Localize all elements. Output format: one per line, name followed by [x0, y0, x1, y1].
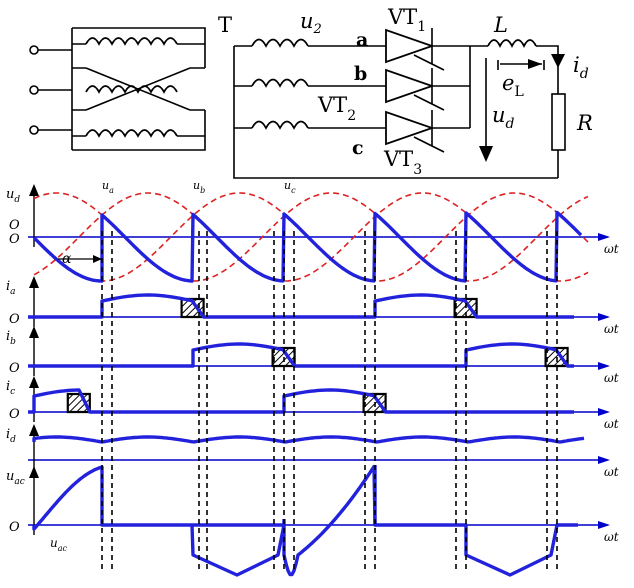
vt-voltage-trace-2: [190, 519, 286, 577]
origin-label: O: [9, 218, 20, 233]
origin-ia: O: [9, 312, 20, 327]
secondary-coil-a: [251, 38, 309, 48]
vt-voltage-trace-4: [373, 465, 578, 577]
vaxis-arrow-uac: [29, 466, 39, 478]
axis-arrow-ic: [598, 408, 610, 416]
panel-label-ia: ia: [6, 279, 16, 297]
output-voltage-label: ud: [492, 103, 515, 132]
panel-label-ud: ud: [6, 187, 20, 205]
panel-label-ic: ic: [6, 379, 15, 397]
vaxis-arrow-ib: [29, 326, 39, 338]
primary-terminal-3: [29, 125, 39, 135]
time-label-ia: ωt: [604, 322, 619, 336]
thyristor-label-vt1: VT1: [387, 5, 426, 35]
reference-phase-2: [33, 192, 589, 282]
thyristor-vt1: [385, 28, 470, 71]
vaxis-arrow-ic: [29, 376, 39, 388]
neutral-wire: [233, 46, 558, 179]
thyristor-label-vt2: VT2: [317, 93, 356, 124]
vaxis-arrow-ia: [29, 276, 39, 288]
inductor: [487, 39, 537, 49]
origin-ud: O: [9, 232, 20, 247]
panel-label-id: id: [6, 427, 16, 445]
reference-phase-1: [33, 192, 589, 282]
origin-ib: O: [9, 361, 20, 376]
origin-uac: O: [9, 520, 20, 535]
primary-windings: [38, 27, 206, 151]
resistor: [551, 93, 566, 151]
vt-voltage-trace-1: [32, 465, 284, 531]
time-label-ib: ωt: [604, 371, 619, 385]
primary-terminal-1: [29, 45, 39, 55]
thyristor-vt3: [385, 110, 470, 153]
thyristor-vt2: [385, 68, 470, 111]
emf-label: eL: [502, 71, 524, 100]
axis-arrow-uac: [598, 521, 610, 529]
phase-label-b: b: [354, 63, 367, 85]
secondary-voltage-label: u2: [300, 9, 322, 37]
load-current-trace: [32, 435, 585, 444]
vt-voltage-trace-3: [282, 464, 377, 577]
phase-peak-label-2: uc: [284, 179, 296, 195]
firing-angle-label: α: [62, 251, 72, 267]
secondary-coil-c: [251, 120, 309, 130]
inductor-label: L: [493, 13, 508, 37]
phase-label-c: c: [352, 137, 364, 159]
time-label-id: ωt: [604, 465, 619, 479]
primary-terminal-2: [29, 85, 39, 95]
axis-arrow-ud: [598, 233, 610, 241]
origin-ic: O: [9, 407, 20, 422]
current-arrow: [551, 54, 565, 68]
current-trace-ia: [28, 293, 574, 319]
current-trace-ic: [28, 388, 574, 414]
resistor-label: R: [576, 111, 593, 135]
circuit-diagram: T u2 a b c VT1 VT2 VT3: [29, 5, 593, 179]
time-label-ic: ωt: [604, 417, 619, 431]
axis-arrow-ib: [598, 362, 610, 370]
phase-peak-label-1: ub: [193, 179, 205, 195]
axis-arrow-id: [598, 456, 610, 464]
vaxis-arrow-ud: [29, 184, 39, 196]
time-label-ud: ωt: [604, 242, 619, 256]
thyristor-label-vt3: VT3: [383, 147, 422, 178]
time-label-uac: ωt: [604, 530, 619, 544]
panel-label-uac: uac: [6, 469, 25, 487]
transformer-label: T: [218, 13, 232, 37]
output-voltage-trace: [32, 210, 583, 283]
phase-label-a: a: [356, 29, 368, 51]
axis-arrow-ia: [598, 313, 610, 321]
secondary-coil-b: [251, 78, 309, 88]
vaxis-arrow-id: [29, 424, 39, 436]
current-trace-ib: [28, 342, 574, 368]
firing-angle-arrow: [93, 255, 102, 263]
phase-peak-label-0: ua: [102, 179, 114, 195]
reference-phase-0: [33, 192, 589, 282]
panel-label-ib: ib: [6, 329, 16, 347]
current-label: id: [573, 53, 589, 82]
vt-voltage-label: uac: [50, 536, 68, 553]
